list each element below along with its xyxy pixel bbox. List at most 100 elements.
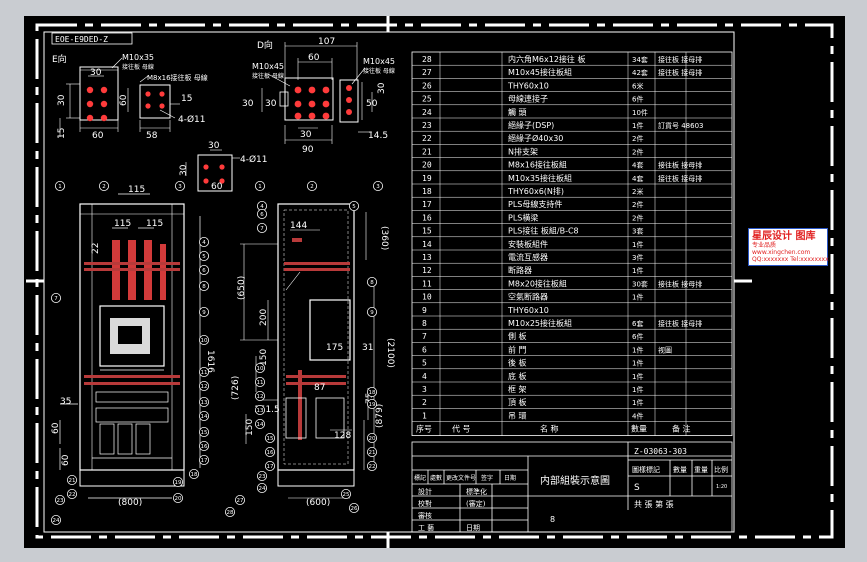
view-d-dim-107: 107 bbox=[318, 37, 335, 47]
bom-row-number: 11 bbox=[422, 279, 432, 288]
view-d-holes bbox=[294, 85, 352, 120]
sheets-label: 共 張 第 張 bbox=[634, 499, 674, 509]
side-dim-144: 144 bbox=[290, 221, 307, 231]
callout-bubble: 12 bbox=[198, 380, 209, 391]
side-dim-31: 31 bbox=[362, 343, 373, 353]
bom-row: 16 PLS横梁 2件 bbox=[422, 212, 643, 222]
bom-row-number: 9 bbox=[422, 306, 427, 315]
callout-number: 14 bbox=[201, 414, 208, 420]
front-dim-1616: 1616 bbox=[205, 350, 215, 373]
side-dim-150-b: 150 bbox=[245, 419, 255, 436]
callout-bubble: 19 bbox=[366, 398, 377, 409]
bom-row-qty: 1件 bbox=[632, 345, 643, 354]
bom-row-qty: 2件 bbox=[632, 200, 643, 209]
bom-row-note: 接往板 接母排 bbox=[658, 319, 702, 328]
callout-number: 4 bbox=[202, 240, 206, 246]
bom-row-qty: 34套 bbox=[632, 55, 648, 64]
view-e-dim-60-v: 60 bbox=[119, 94, 129, 106]
callout-number: 17 bbox=[267, 464, 274, 470]
bom-row-number: 12 bbox=[422, 266, 432, 275]
bom-row-qty: 1件 bbox=[632, 266, 643, 275]
side-dim-75: 75 bbox=[365, 393, 375, 404]
check-label: 校對 bbox=[418, 499, 432, 508]
bom-row-number: 14 bbox=[422, 240, 432, 249]
bom-row-number: 1 bbox=[422, 411, 427, 420]
callout-bubble: 11 bbox=[254, 376, 265, 387]
callout-number: 15 bbox=[201, 430, 208, 436]
small-detail-dim-30: 30 bbox=[208, 141, 220, 151]
bom-row-name: 吊 環 bbox=[508, 411, 527, 420]
callout-bubble: 15 bbox=[264, 432, 275, 443]
callout-bubble: 5 bbox=[348, 200, 359, 211]
bom-row-number: 16 bbox=[422, 213, 432, 222]
callout-bubble: 20 bbox=[172, 492, 183, 503]
callout-bubble: 2 bbox=[99, 180, 110, 191]
bom-row-qty: 1件 bbox=[632, 398, 643, 407]
bom-row-note: 訂貨号 48603 bbox=[658, 121, 704, 130]
bom-row-qty: 2件 bbox=[632, 213, 643, 222]
callout-number: 19 bbox=[369, 402, 376, 408]
callout-bubble: 7 bbox=[256, 222, 267, 233]
code-label: EOE-E9DED-Z bbox=[55, 35, 108, 44]
scale-value: 1:20 bbox=[716, 484, 727, 490]
bom-row-note: 视圖 bbox=[658, 345, 672, 354]
callout-bubble: 10 bbox=[254, 362, 265, 373]
callout-bubble: 17 bbox=[264, 460, 275, 471]
bom-row-number: 21 bbox=[422, 147, 432, 156]
bom-row-name: PLS接往 板組/B-C8 bbox=[508, 226, 579, 236]
bom-row-name: 框 架 bbox=[508, 384, 527, 394]
front-dim-35: 35 bbox=[60, 397, 71, 407]
callout-number: 7 bbox=[54, 296, 58, 302]
callout-number: 9 bbox=[370, 310, 374, 316]
callout-bubble: 22 bbox=[67, 488, 78, 499]
callout-bubble: 23 bbox=[256, 470, 267, 481]
callout-bubble: 5 bbox=[198, 250, 209, 261]
rev-sign: 签字 bbox=[481, 474, 493, 482]
callout-number: 18 bbox=[369, 390, 376, 396]
bom-row-name: 側 板 bbox=[508, 331, 527, 341]
callout-number: 24 bbox=[53, 518, 60, 524]
bom-row-name: M8x20接往板組 bbox=[508, 278, 567, 288]
callout-number: 5 bbox=[202, 254, 206, 260]
callout-bubble: 6 bbox=[198, 264, 209, 275]
callout-bubble: 25 bbox=[340, 488, 351, 499]
front-dim-60-bottom: 60 bbox=[61, 454, 71, 466]
bom-row-name: PLS横梁 bbox=[508, 212, 538, 222]
callout-number: 25 bbox=[343, 492, 350, 498]
standardize-label: 標準化 bbox=[466, 487, 487, 496]
callout-bubble: 18 bbox=[188, 468, 199, 479]
side-dim-128: 128 bbox=[334, 431, 351, 441]
bom-row-qty: 4件 bbox=[632, 411, 643, 420]
callout-number: 23 bbox=[57, 498, 64, 504]
callout-number: 6 bbox=[202, 268, 206, 274]
bom-row-qty: 1件 bbox=[632, 293, 643, 302]
rev-mark: 標記 bbox=[414, 474, 426, 482]
side-dim-2100: (2100) bbox=[385, 338, 395, 368]
bom-row-qty: 4套 bbox=[632, 161, 643, 170]
callout-bubble: 14 bbox=[198, 410, 209, 421]
callout-bubble: 1 bbox=[254, 180, 265, 191]
side-dim-200: 200 bbox=[259, 309, 269, 326]
bom-row-name: 安裝板組件 bbox=[508, 239, 548, 249]
bom-row-number: 20 bbox=[422, 161, 432, 170]
callout-bubble: 28 bbox=[224, 506, 235, 517]
callout-bubble: 10 bbox=[198, 334, 209, 345]
view-e-dim-15-bottom: 15 bbox=[57, 128, 67, 139]
callout-bubble: 7 bbox=[51, 292, 62, 303]
bom-row-name: THY60x10 bbox=[507, 81, 549, 90]
callout-bubble: 12 bbox=[254, 390, 265, 401]
callout-number: 22 bbox=[69, 492, 76, 498]
bom-row-qty: 1件 bbox=[632, 240, 643, 249]
callout-bubble: 11 bbox=[198, 366, 209, 377]
side-dim-360: (360) bbox=[379, 226, 389, 250]
